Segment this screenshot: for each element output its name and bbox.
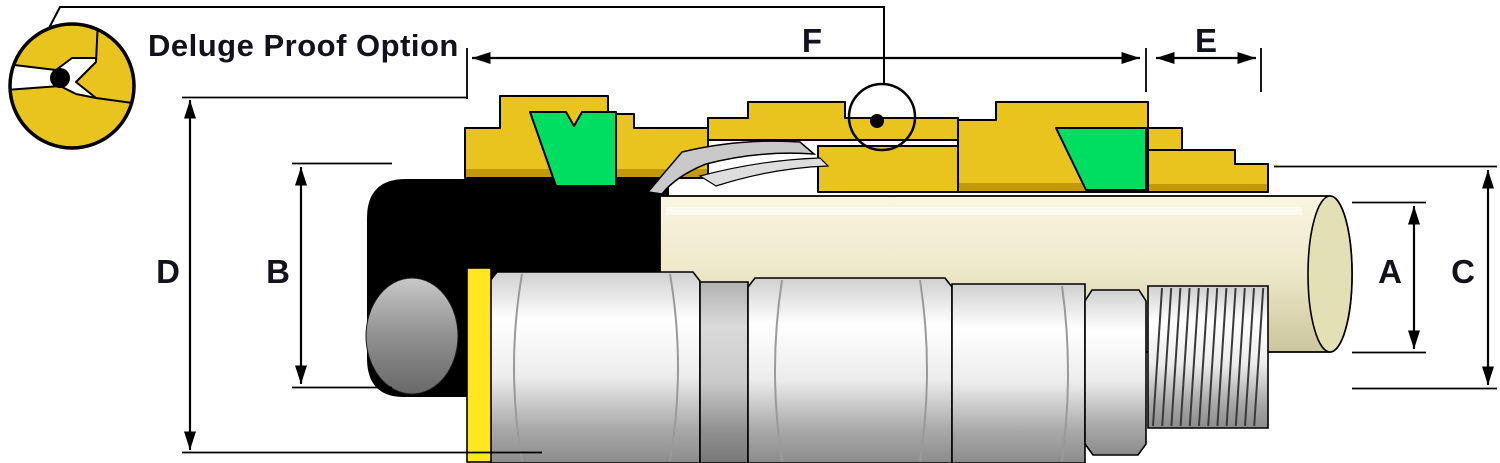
seal-front bbox=[529, 111, 617, 187]
thread-line bbox=[1207, 287, 1219, 427]
nut-curve bbox=[513, 273, 523, 462]
label-D: D bbox=[156, 253, 180, 290]
collar-shade bbox=[700, 282, 748, 463]
nut-curve bbox=[919, 279, 928, 462]
hex-nut-1 bbox=[489, 271, 701, 463]
nut-curve bbox=[1061, 285, 1069, 462]
deluge-seal-dot bbox=[870, 114, 884, 128]
callout-leader-line bbox=[47, 6, 885, 84]
detail-circle-outline bbox=[8, 22, 136, 150]
thread-line bbox=[1253, 287, 1265, 427]
brass-entry-cap bbox=[1147, 149, 1269, 193]
cable-inner-core-gray bbox=[365, 277, 459, 395]
nut-curve bbox=[774, 279, 783, 462]
dimension-annotations bbox=[182, 48, 1497, 454]
label-F: F bbox=[802, 22, 822, 59]
nut-curve bbox=[669, 273, 679, 462]
thread-line bbox=[1170, 287, 1182, 427]
label-A: A bbox=[1378, 253, 1402, 290]
brass-step-tab bbox=[1147, 127, 1183, 151]
label-B: B bbox=[266, 253, 290, 290]
body-section bbox=[951, 283, 1086, 463]
thread-line bbox=[1244, 287, 1255, 427]
armour-clamp-spring-2 bbox=[698, 157, 830, 187]
callout-title: Deluge Proof Option bbox=[148, 28, 459, 63]
extension-lines bbox=[182, 48, 1497, 454]
nut-face-curves bbox=[513, 273, 1069, 462]
label-C: C bbox=[1451, 253, 1475, 290]
cable-core-end-face bbox=[1307, 195, 1353, 353]
thread-line bbox=[1179, 287, 1191, 427]
brass-mid-lower-block bbox=[817, 145, 959, 193]
armour-clamp-spring bbox=[646, 140, 817, 195]
hex-nut-3 bbox=[1084, 289, 1147, 456]
thread-line bbox=[1161, 287, 1173, 427]
brass-mid-plate bbox=[707, 101, 959, 141]
thread-line bbox=[1152, 287, 1163, 427]
gland-assembly bbox=[365, 82, 1353, 463]
deluge-seal-marker-circle bbox=[847, 82, 917, 152]
thread-hatching bbox=[1152, 287, 1265, 427]
detail-deluge-seal-dot bbox=[50, 68, 70, 88]
dimension-labels: D B F E A C bbox=[156, 22, 1475, 290]
thread-line bbox=[1216, 287, 1228, 427]
deluge-detail-view bbox=[8, 22, 136, 150]
thread-line bbox=[1234, 287, 1246, 427]
label-E: E bbox=[1195, 22, 1217, 59]
hex-nut-2 bbox=[747, 277, 953, 463]
seals bbox=[529, 111, 1147, 191]
yellow-seal-strip bbox=[466, 267, 492, 463]
thread-line bbox=[1225, 287, 1237, 427]
gland-metal-body bbox=[489, 271, 1269, 463]
collar bbox=[699, 281, 749, 463]
thread-line bbox=[1198, 287, 1209, 427]
seal-rear bbox=[1055, 127, 1147, 191]
thread-line bbox=[1188, 287, 1200, 427]
brass-shade-strip bbox=[1149, 184, 1267, 191]
